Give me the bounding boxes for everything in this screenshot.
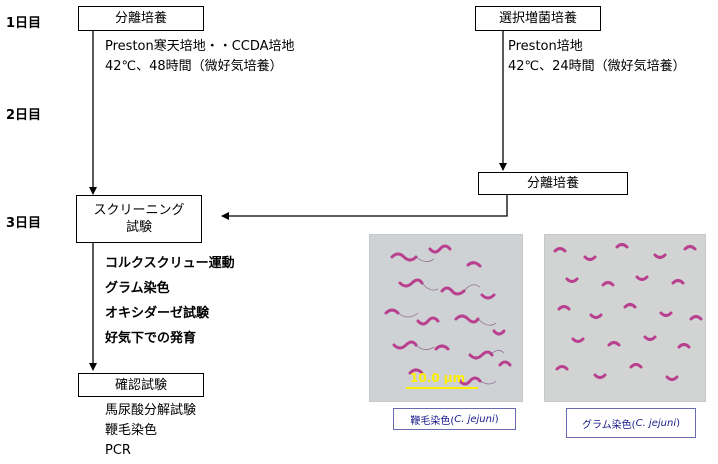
screening-test-item: オキシダーゼ試験 [105,306,210,321]
caption-right-prefix: グラム染色( [581,419,636,431]
flagella-stain-photo: 10.0 μm [369,234,523,402]
caption-right-species: C. jejuni [635,417,677,429]
isolation-box-right: 分離培養 [478,172,628,195]
day-2-label: 2日目 [6,108,42,123]
screening-test-item: コルクスクリュー運動 [105,256,235,271]
gram-stain-caption: グラム染色(C. jejuni) [566,408,696,438]
enrichment-conditions-text: 42℃、24時間（微好気培養） [508,59,686,74]
screening-tests-list: コルクスクリュー運動 グラム染色 オキシダーゼ試験 好気下での発育 [105,251,235,351]
isolation-box-left: 分離培養 [78,6,204,31]
screening-box: スクリーニング 試験 [76,195,202,243]
flagella-stain-caption: 鞭毛染色(C. jejuni) [393,408,516,430]
isolation-conditions-text: 42℃、48時間（微好気培養） [105,59,283,74]
day-3-label: 3日目 [6,216,42,231]
caption-left-species: C. jejuni [454,413,495,425]
enrichment-box: 選択増菌培養 [475,6,601,31]
caption-right-suffix: ) [676,417,681,429]
caption-left-suffix: ) [494,413,499,425]
gram-stain-micrograph [545,235,705,401]
gram-stain-photo [544,234,706,402]
confirm-box: 確認試験 [78,373,204,397]
screening-test-item: 好気下での発育 [105,331,197,346]
confirm-tests-list: 馬尿酸分解試験 鞭毛染色 PCR [105,401,196,461]
day-1-label: 1日目 [6,16,42,31]
screening-test-item: グラム染色 [105,281,170,296]
confirm-test-item: PCR [105,443,131,458]
flagella-stain-micrograph [370,235,522,401]
isolation-media-text: Preston寒天培地・・CCDA培地 [105,39,295,54]
enrichment-media-text: Preston培地 [508,39,583,54]
arrow-isolation-to-screening-right [221,194,508,220]
confirm-test-item: 鞭毛染色 [105,423,158,438]
screening-box-line1: スクリーニング [93,203,185,218]
caption-left-prefix: 鞭毛染色( [410,415,455,427]
confirm-test-item: 馬尿酸分解試験 [105,403,197,418]
screening-box-line2: 試験 [125,220,152,235]
scale-bar-label: 10.0 μm [410,371,466,385]
